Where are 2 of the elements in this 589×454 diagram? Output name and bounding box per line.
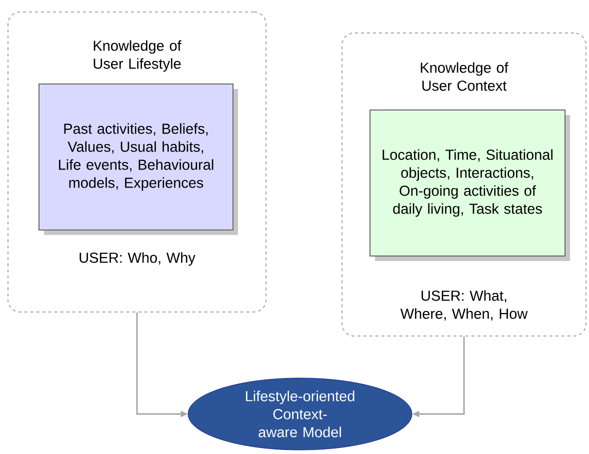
text-box: Past activities, Beliefs, Values, Usual habits, Life events, Behavioural models, Experiences (38, 84, 238, 235)
text-box: Location, Time, Situational objects, Interactions, On-going activities of daily living, Task states (370, 110, 570, 261)
